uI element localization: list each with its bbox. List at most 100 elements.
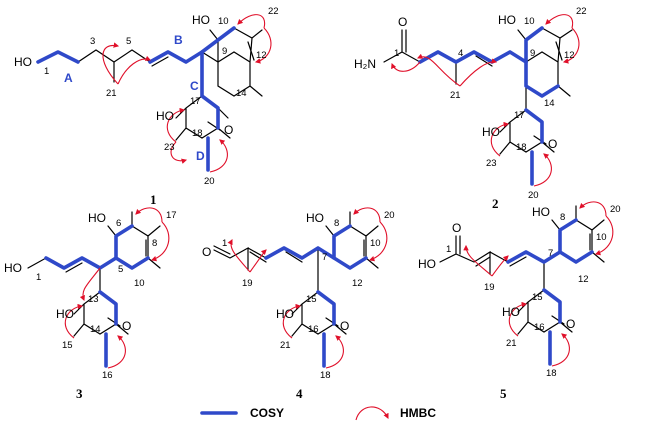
c1-cosy-fragment-c [200, 26, 236, 130]
legend-hmbc-swatch [355, 406, 389, 421]
c1-num-22: 22 [268, 6, 279, 17]
legend-hmbc-label: HMBC [400, 406, 436, 420]
c1-fragment-b: B [174, 33, 183, 47]
c2-epoxide-o: O [548, 137, 557, 151]
c1-cosy-fragment-a [36, 50, 80, 64]
c4-aldehyde-o: O [202, 245, 211, 259]
c1-fragment-c: C [190, 79, 199, 93]
c4-hmbc-arrow-6 [325, 335, 344, 369]
c2-hydroxyl-ring: HO [498, 13, 516, 27]
c2-cosy-chain [418, 50, 528, 64]
c1-num-14: 14 [236, 88, 247, 99]
c4-cosy-chain [264, 246, 336, 260]
c1-double-bond-alkene [151, 56, 169, 67]
c5-hmbc-arrow-4 [579, 201, 607, 217]
c2-hmbc-arrow-7 [533, 153, 552, 187]
c5-hmbc-arrow-3 [594, 215, 614, 256]
c1-num-20: 20 [204, 176, 215, 187]
c1-num-10: 10 [218, 16, 229, 27]
c2-double-bond-ring [555, 41, 563, 61]
c5-cosy-ring [542, 218, 594, 324]
c1-num-5: 5 [126, 36, 131, 47]
c2-num-18: 18 [516, 142, 527, 153]
c4-num-16: 16 [308, 324, 319, 335]
c3-num-6: 6 [116, 218, 121, 229]
legend: COSY HMBC [200, 406, 436, 421]
c4-hmbc-arrow-3 [368, 221, 388, 262]
c1-hmbc-arrow-6 [170, 141, 188, 164]
c4-num-12: 12 [352, 278, 363, 289]
c1-fragment-a: A [64, 71, 73, 85]
c3-num-16: 16 [102, 370, 113, 381]
c3-num-10: 10 [134, 278, 145, 289]
c2-amide-n: H₂N [354, 57, 376, 71]
c3-num-1: 1 [36, 272, 41, 283]
c5-num-19: 19 [484, 282, 495, 293]
c2-hmbc-arrow-4 [562, 27, 580, 64]
c5-epoxide-o: O [566, 317, 575, 331]
c2-num-1: 1 [394, 48, 399, 59]
c5-hydroxyl-quaternary: HO [502, 305, 520, 319]
c3-hydroxyl-quaternary: HO [56, 307, 74, 321]
c3-hydroxyl-ring: HO [88, 211, 106, 225]
c2-hmbc-arrow-3 [391, 61, 421, 72]
c4-num-18: 18 [320, 370, 331, 381]
c4-epoxide-o: O [340, 319, 349, 333]
c1-num-17: 17 [190, 96, 201, 107]
c5-hmbc-arrow-2 [491, 255, 509, 277]
c1-hmbc-arrow-3 [254, 27, 272, 64]
c1-fragment-d: D [196, 149, 205, 163]
c5-skeleton-bonds [439, 205, 605, 335]
c3-hmbc-arrow-2 [135, 207, 163, 223]
c1-num-23: 23 [164, 142, 175, 153]
c3-hmbc-arrow-4 [64, 303, 84, 339]
c4-hmbc-arrow-2 [249, 249, 267, 273]
c4-double-bond-carbonyl [213, 245, 231, 255]
c2-num-14: 14 [544, 98, 555, 109]
c4-hmbc-arrow-4 [353, 207, 381, 223]
c4-compound-label: 4 [296, 386, 303, 401]
c5-acid-oh: HO [418, 257, 436, 271]
c2-num-10: 10 [524, 16, 535, 27]
c3-cosy-chain [44, 256, 118, 270]
c1-num-21: 21 [106, 88, 117, 99]
c2-num-9: 9 [530, 48, 535, 59]
c5-num-1: 1 [446, 244, 451, 255]
c3-num-8: 8 [152, 238, 157, 249]
c3-hmbc-arrow-3 [79, 267, 101, 302]
c3-hydroxyl-chain: HO [4, 261, 22, 275]
c2-hydroxyl-quaternary: HO [482, 125, 500, 139]
c4-cosy-ring [316, 224, 368, 326]
compound-5: O HO HO HO O 1 7 8 10 12 15 16 18 19 20 … [418, 201, 621, 401]
c5-num-15: 15 [532, 292, 543, 303]
c3-num-15: 15 [62, 340, 73, 351]
c3-compound-label: 3 [76, 386, 83, 401]
c4-hmbc-arrow-1 [227, 239, 251, 273]
c4-skeleton-bonds [213, 211, 379, 337]
c1-num-1: 1 [44, 66, 49, 77]
legend-cosy-label: COSY [250, 406, 284, 420]
c4-hmbc-arrow-5 [282, 303, 302, 339]
c4-hydroxyl-quaternary: HO [276, 307, 294, 321]
c2-hmbc-arrow-2 [459, 58, 498, 87]
c5-num-10: 10 [596, 232, 607, 243]
c4-num-21: 21 [280, 340, 291, 351]
c5-num-16: 16 [534, 322, 545, 333]
c1-hydroxyl-ring: HO [192, 13, 210, 27]
c5-hmbc-arrow-5 [508, 301, 528, 337]
c3-hmbc-arrow-1 [150, 221, 170, 262]
c1-hydroxyl-chain: HO [14, 55, 32, 69]
c4-double-bond-alkene-2 [285, 251, 303, 263]
c2-num-17: 17 [514, 110, 525, 121]
c1-epoxide-o: O [224, 123, 233, 137]
c1-hmbc-arrow-4 [237, 14, 266, 29]
c5-num-18: 18 [546, 368, 557, 379]
c2-hmbc-arrow-1 [416, 53, 461, 87]
c5-hmbc-arrow-1 [463, 244, 493, 277]
compound-2: O H₂N HO HO O 1 4 9 10 12 14 17 18 21 22… [354, 6, 587, 211]
c3-skeleton-bonds [27, 211, 161, 337]
c4-num-10: 10 [370, 238, 381, 249]
c5-compound-label: 5 [500, 386, 507, 401]
c1-num-18: 18 [192, 128, 203, 139]
